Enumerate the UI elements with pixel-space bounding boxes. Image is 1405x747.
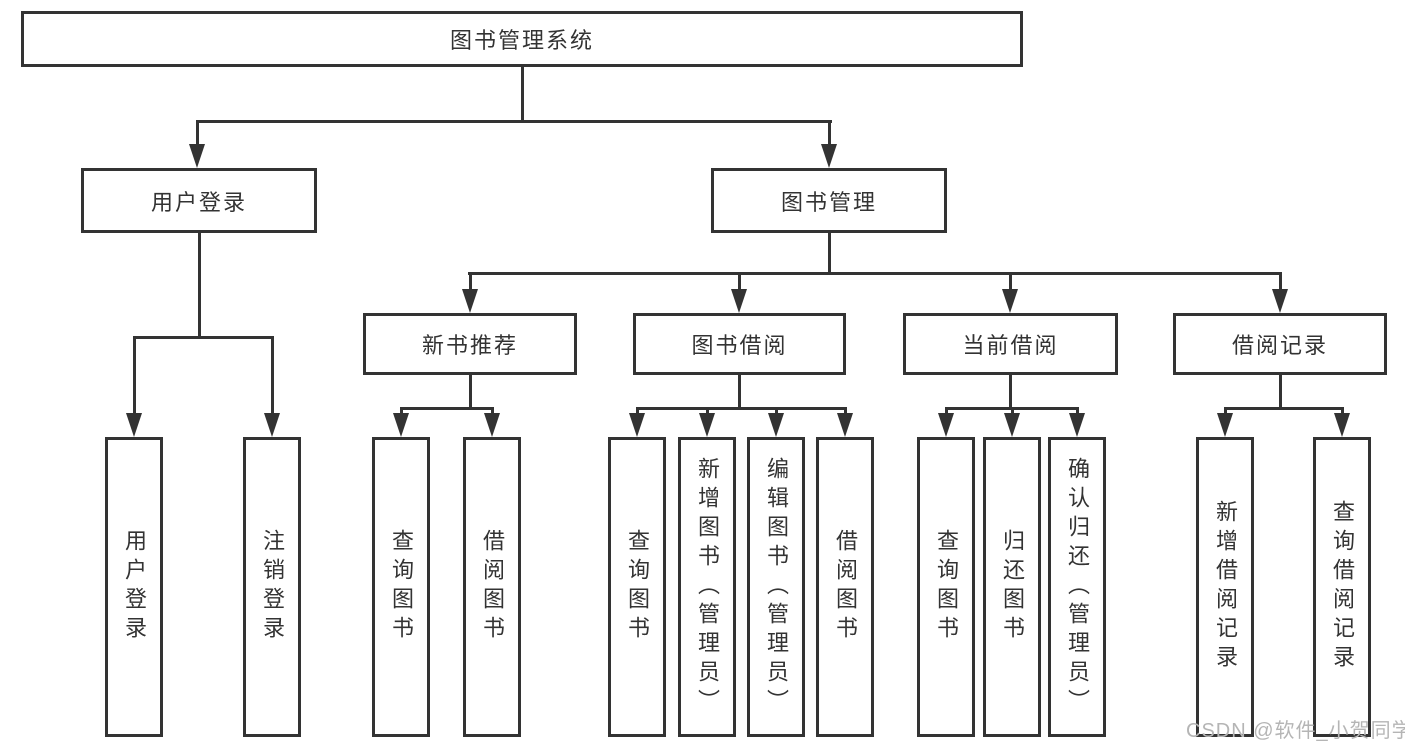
arrowhead-down-icon bbox=[1004, 413, 1020, 437]
connector-vline bbox=[271, 336, 274, 415]
connector-hline bbox=[196, 120, 832, 123]
connector-hline bbox=[468, 272, 1282, 275]
arrowhead-down-icon bbox=[189, 144, 205, 168]
leaf-label: 查询图书 bbox=[389, 529, 414, 645]
leaf-query-borrowing-record: 查询借阅记录 bbox=[1313, 437, 1371, 737]
arrowhead-down-icon bbox=[629, 413, 645, 437]
leaf-add-books-admin: 新增图书（管理员） bbox=[678, 437, 736, 737]
arrowhead-down-icon bbox=[393, 413, 409, 437]
leaf-add-borrowing-record: 新增借阅记录 bbox=[1196, 437, 1254, 737]
connector-vline bbox=[1011, 407, 1014, 415]
arrowhead-down-icon bbox=[126, 413, 142, 437]
leaf-return-books: 归还图书 bbox=[983, 437, 1041, 737]
leaf-query-books-borrowing: 查询图书 bbox=[608, 437, 666, 737]
leaf-query-books-recommend: 查询图书 bbox=[372, 437, 430, 737]
connector-vline bbox=[1009, 375, 1012, 409]
node-borrowing-records: 借阅记录 bbox=[1173, 313, 1387, 375]
connector-hline bbox=[133, 336, 273, 339]
connector-vline bbox=[775, 407, 778, 415]
node-label: 图书管理系统 bbox=[449, 28, 594, 53]
leaf-label: 查询图书 bbox=[934, 529, 959, 645]
connector-vline bbox=[1076, 407, 1079, 415]
arrowhead-down-icon bbox=[1217, 413, 1233, 437]
leaf-label: 借阅图书 bbox=[833, 529, 858, 645]
node-label: 用户登录 bbox=[150, 189, 247, 215]
leaf-logout: 注销登录 bbox=[243, 437, 301, 737]
node-book-borrowing: 图书借阅 bbox=[633, 313, 846, 375]
connector-vline bbox=[400, 407, 403, 415]
leaf-label: 查询图书 bbox=[625, 529, 650, 645]
connector-vline bbox=[1279, 272, 1282, 291]
connector-vline bbox=[706, 407, 709, 415]
connector-vline bbox=[133, 336, 136, 415]
arrowhead-down-icon bbox=[731, 289, 747, 313]
node-user-login: 用户登录 bbox=[81, 168, 317, 233]
connector-vline bbox=[1224, 407, 1227, 415]
node-label: 新书推荐 bbox=[421, 333, 518, 358]
connector-vline bbox=[469, 375, 472, 409]
leaf-label: 借阅图书 bbox=[480, 529, 505, 645]
leaf-label: 用户登录 bbox=[122, 529, 147, 645]
leaf-label: 新增借阅记录 bbox=[1213, 500, 1238, 674]
connector-vline bbox=[945, 407, 948, 415]
leaf-label: 注销登录 bbox=[260, 529, 285, 645]
leaf-borrow-books-recommend: 借阅图书 bbox=[463, 437, 521, 737]
node-label: 图书借阅 bbox=[691, 333, 788, 358]
connector-hline bbox=[400, 407, 493, 410]
arrowhead-down-icon bbox=[768, 413, 784, 437]
connector-vline bbox=[1341, 407, 1344, 415]
leaf-label: 新增图书（管理员） bbox=[695, 456, 720, 718]
leaf-borrow-books-borrowing: 借阅图书 bbox=[816, 437, 874, 737]
connector-vline bbox=[844, 407, 847, 415]
connector-vline bbox=[521, 67, 524, 120]
node-label: 图书管理 bbox=[780, 189, 877, 215]
leaf-label: 确认归还（管理员） bbox=[1065, 456, 1090, 718]
leaf-label: 归还图书 bbox=[1000, 529, 1025, 645]
node-new-book-recommendation: 新书推荐 bbox=[363, 313, 577, 375]
arrowhead-down-icon bbox=[1002, 289, 1018, 313]
connector-vline bbox=[198, 233, 201, 336]
node-library-management-system: 图书管理系统 bbox=[21, 11, 1023, 67]
connector-vline bbox=[469, 272, 472, 291]
connector-vline bbox=[1279, 375, 1282, 409]
node-current-borrowing: 当前借阅 bbox=[903, 313, 1118, 375]
arrowhead-down-icon bbox=[1272, 289, 1288, 313]
arrowhead-down-icon bbox=[938, 413, 954, 437]
arrowhead-down-icon bbox=[821, 144, 837, 168]
leaf-edit-books-admin: 编辑图书（管理员） bbox=[747, 437, 805, 737]
leaf-user-login: 用户登录 bbox=[105, 437, 163, 737]
leaf-query-books-current: 查询图书 bbox=[917, 437, 975, 737]
node-label: 借阅记录 bbox=[1231, 333, 1328, 358]
connector-vline bbox=[1009, 272, 1012, 291]
csdn-watermark: CSDN @软件_小贺同学 bbox=[1186, 720, 1405, 742]
connector-vline bbox=[196, 120, 199, 148]
connector-vline bbox=[491, 407, 494, 415]
connector-vline bbox=[636, 407, 639, 415]
connector-hline bbox=[1224, 407, 1343, 410]
arrowhead-down-icon bbox=[484, 413, 500, 437]
arrowhead-down-icon bbox=[1334, 413, 1350, 437]
arrowhead-down-icon bbox=[462, 289, 478, 313]
arrowhead-down-icon bbox=[837, 413, 853, 437]
node-book-management: 图书管理 bbox=[711, 168, 947, 233]
connector-vline bbox=[738, 272, 741, 291]
arrowhead-down-icon bbox=[1069, 413, 1085, 437]
connector-vline bbox=[828, 233, 831, 274]
arrowhead-down-icon bbox=[699, 413, 715, 437]
node-label: 当前借阅 bbox=[962, 333, 1059, 358]
leaf-label: 查询借阅记录 bbox=[1330, 500, 1355, 674]
leaf-confirm-return-admin: 确认归还（管理员） bbox=[1048, 437, 1106, 737]
leaf-label: 编辑图书（管理员） bbox=[764, 456, 789, 718]
connector-vline bbox=[738, 375, 741, 409]
connector-hline bbox=[636, 407, 845, 410]
connector-vline bbox=[828, 120, 831, 148]
arrowhead-down-icon bbox=[264, 413, 280, 437]
